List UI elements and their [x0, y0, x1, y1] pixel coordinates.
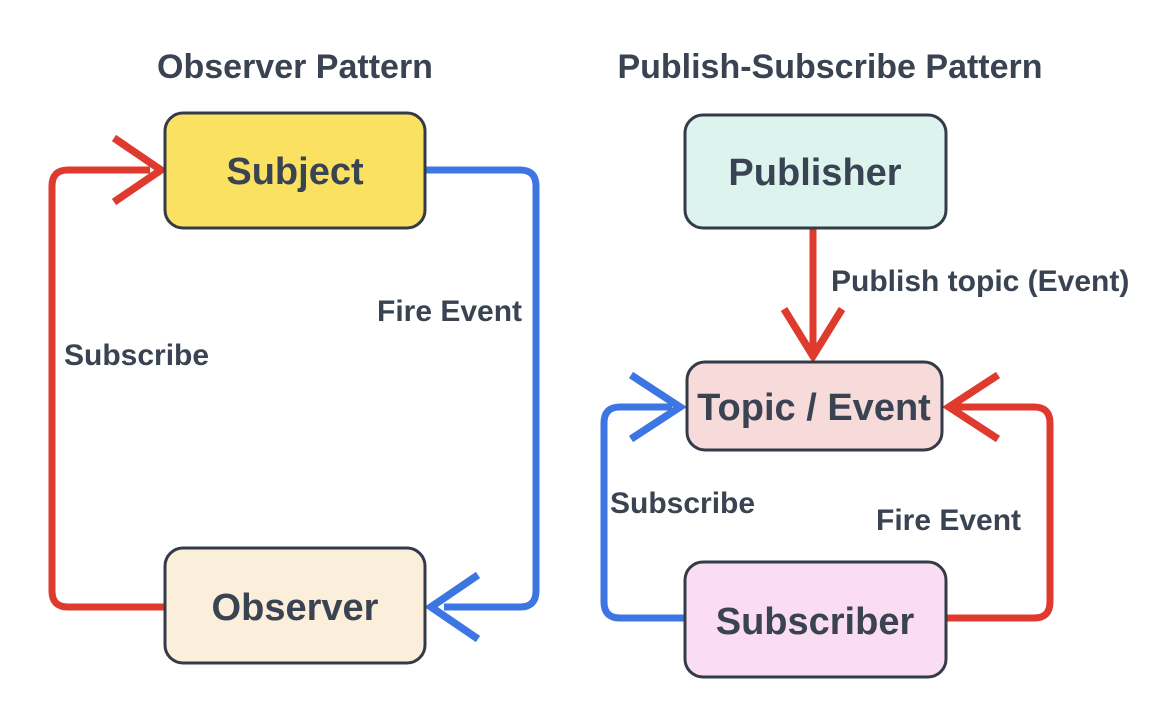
- topic-event-node-label: Topic / Event: [697, 387, 931, 429]
- pubsub-pattern-title: Publish-Subscribe Pattern: [617, 48, 1042, 86]
- edge-fire-event-arrowhead: [424, 571, 481, 643]
- edge-pubsub-subscribe-label: Subscribe: [610, 487, 755, 520]
- pubsub-pattern-diagram: Publish-Subscribe Pattern Publish topic …: [600, 48, 1129, 679]
- edge-pubsub-subscribe-arrowhead: [628, 371, 687, 443]
- observer-node-label: Observer: [212, 587, 379, 629]
- observer-node: [163, 546, 427, 665]
- edge-pubsub-fire-event-path: [946, 403, 1054, 622]
- subject-node-label: Subject: [226, 151, 364, 193]
- edge-publish-topic-label: Publish topic (Event): [831, 265, 1129, 298]
- edge-subscribe-arrowhead: [111, 134, 168, 206]
- edge-pubsub-subscribe-path: [600, 403, 685, 622]
- edge-pubsub-fire-event-arrowhead: [942, 371, 1001, 443]
- edge-publish-topic-arrowhead: [780, 307, 846, 364]
- subject-node: [163, 111, 427, 230]
- observer-pattern-diagram: Observer Pattern Subscribe Fire Event Su…: [48, 48, 540, 665]
- observer-pattern-title: Observer Pattern: [157, 48, 433, 86]
- edge-subscribe-label: Subscribe: [64, 339, 209, 372]
- edge-fire-event-label: Fire Event: [377, 295, 522, 328]
- edge-fire-event-path: [425, 166, 540, 611]
- edge-subscribe-path: [48, 166, 165, 611]
- topic-event-node: [685, 360, 944, 452]
- edge-pubsub-fire-event-label: Fire Event: [876, 504, 1021, 537]
- publisher-node: [683, 113, 948, 230]
- publisher-node-label: Publisher: [728, 152, 901, 194]
- subscriber-node: [683, 560, 948, 679]
- subscriber-node-label: Subscriber: [716, 601, 915, 643]
